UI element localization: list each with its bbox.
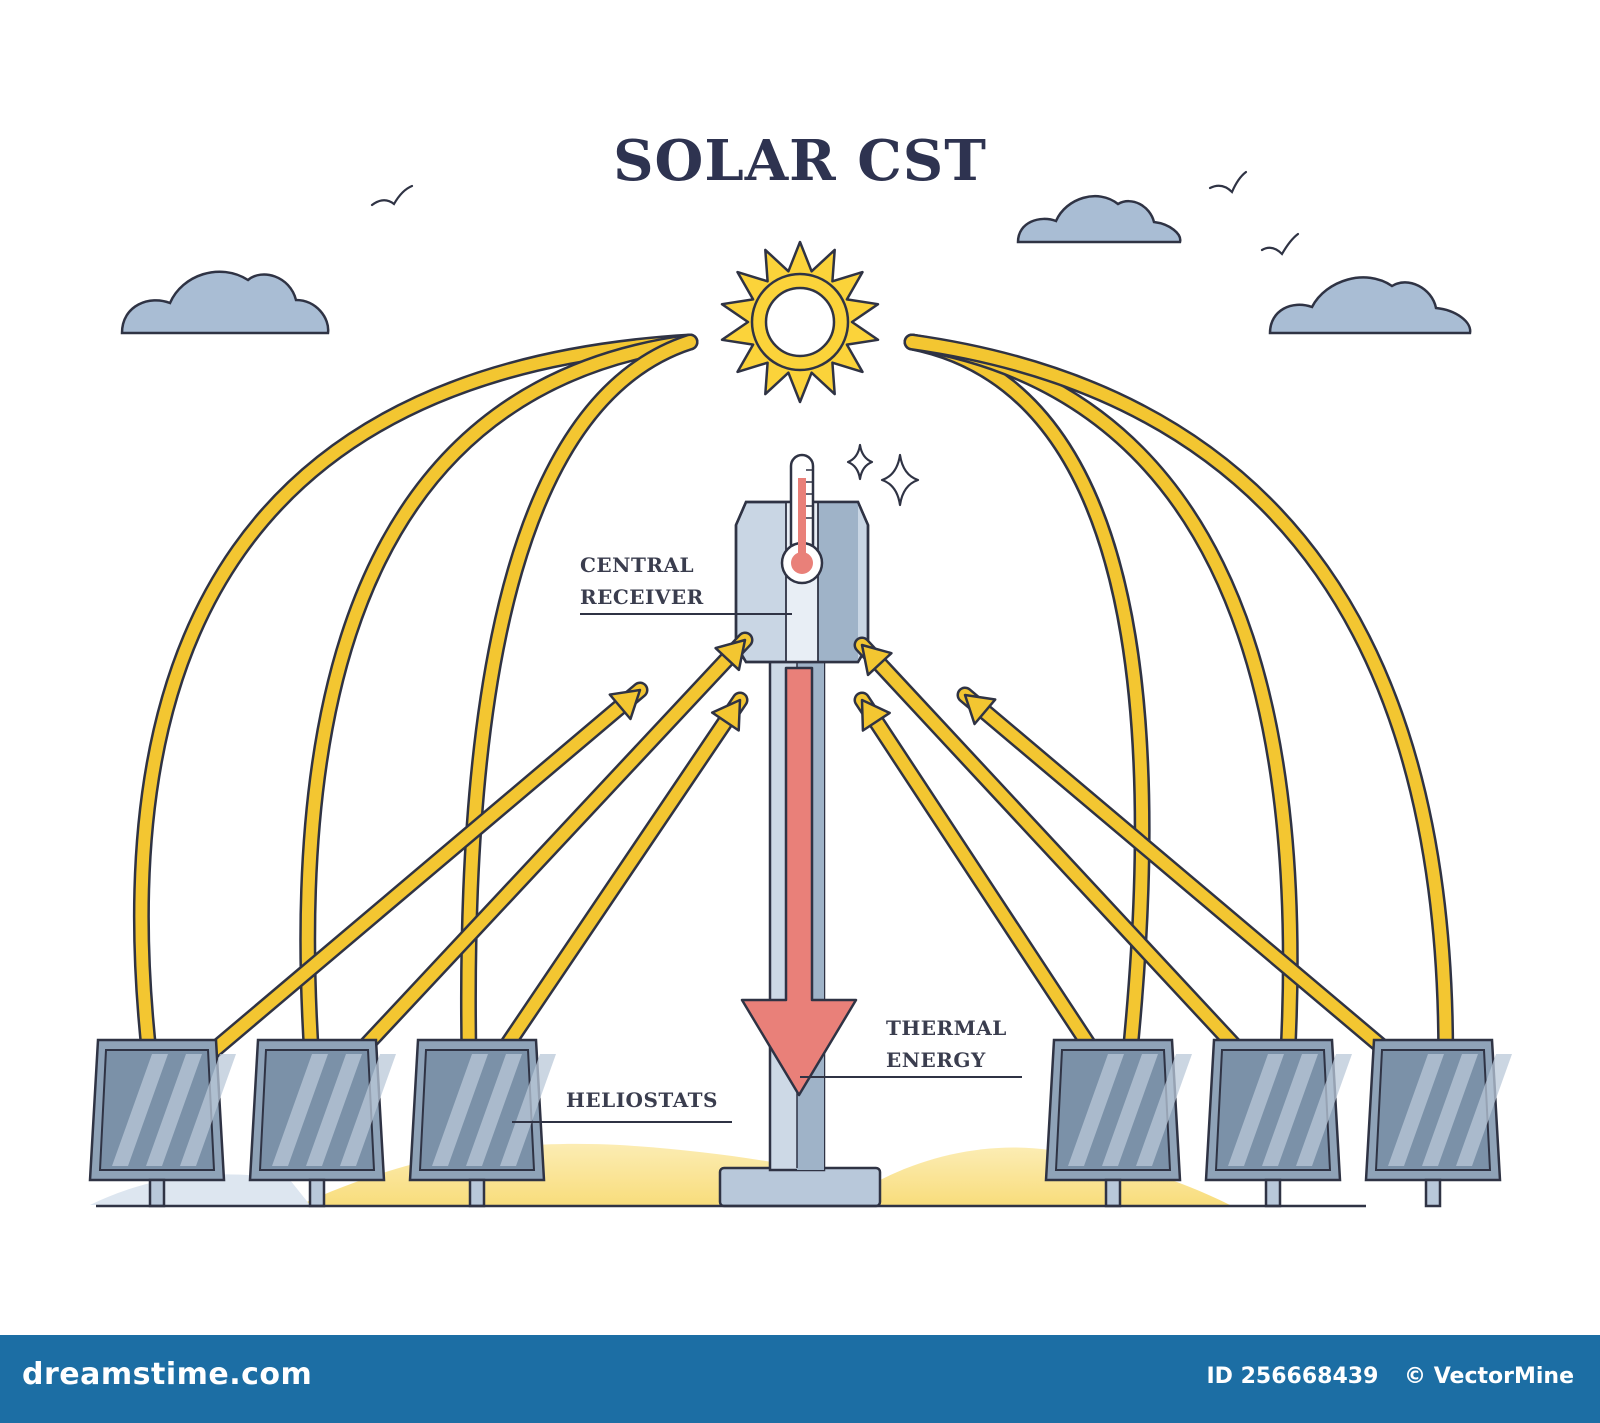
heliostats-label: HELIOSTATS — [566, 1088, 718, 1112]
ground-sand-small — [90, 1174, 310, 1205]
heliostat-panel-icon — [1044, 1038, 1192, 1208]
thermal-energy-arrow-shape — [740, 666, 858, 1097]
reflected-ray — [306, 631, 754, 1109]
reflected-ray-arrowhead — [608, 688, 642, 721]
reflected-ray-arrowhead — [963, 693, 997, 726]
sun-icon — [720, 240, 880, 404]
page-title: SOLAR CST — [613, 128, 987, 194]
ground-sand-right — [840, 1147, 1230, 1205]
heliostat-panel-icon — [1204, 1038, 1352, 1208]
reflected-ray — [853, 691, 1134, 1109]
heliostat-panel-icon — [88, 1038, 236, 1208]
solar-cst-diagram — [88, 170, 1512, 1208]
incoming-sun-ray — [903, 333, 1455, 1109]
reflected-ray-arrowhead — [710, 698, 742, 732]
incoming-sun-ray — [132, 333, 699, 1109]
bird-icon — [370, 170, 1300, 256]
reflected-ray-arrowhead — [860, 698, 891, 732]
thermometer-icon — [780, 453, 824, 585]
brand-logo[interactable]: dreamstime.com — [22, 1357, 313, 1392]
heliostat-panel-icon — [248, 1038, 396, 1208]
cloud-icon — [1016, 195, 1182, 244]
reflected-ray — [956, 686, 1454, 1109]
image-author[interactable]: © VectorMine — [1404, 1364, 1574, 1389]
sparkle-icon — [846, 443, 920, 507]
image-meta: ID 256668439 © VectorMine — [1189, 1364, 1575, 1389]
reflected-ray-arrowhead — [860, 643, 893, 677]
incoming-sun-ray — [299, 333, 699, 1109]
reflected-ray-arrowhead — [714, 638, 747, 672]
incoming-sun-ray — [459, 333, 699, 1109]
heliostat-panel-icon — [1364, 1038, 1512, 1208]
cloud-icon — [1268, 276, 1472, 335]
reflected-ray — [461, 691, 749, 1109]
reflected-ray — [146, 681, 649, 1109]
label-leaders — [512, 613, 1022, 1123]
footer-bar: dreamstime.com ID 256668439 © VectorMine — [0, 1335, 1600, 1423]
heliostats — [88, 1038, 1512, 1208]
heliostat-panel-icon — [408, 1038, 556, 1208]
cloud-icon — [120, 270, 330, 335]
sun-rays — [132, 333, 1455, 1109]
incoming-sun-ray — [903, 333, 1299, 1109]
central-receiver-label: CENTRAL RECEIVER — [580, 553, 704, 609]
incoming-sun-ray — [903, 333, 1151, 1109]
thermal-energy-label: THERMAL ENERGY — [886, 1016, 1007, 1072]
image-id: ID 256668439 — [1206, 1364, 1379, 1389]
diagram-stage: SOLAR CST CENTRAL RECEIVER THERMAL ENERG… — [88, 128, 1512, 1208]
reflected-ray — [853, 636, 1294, 1109]
